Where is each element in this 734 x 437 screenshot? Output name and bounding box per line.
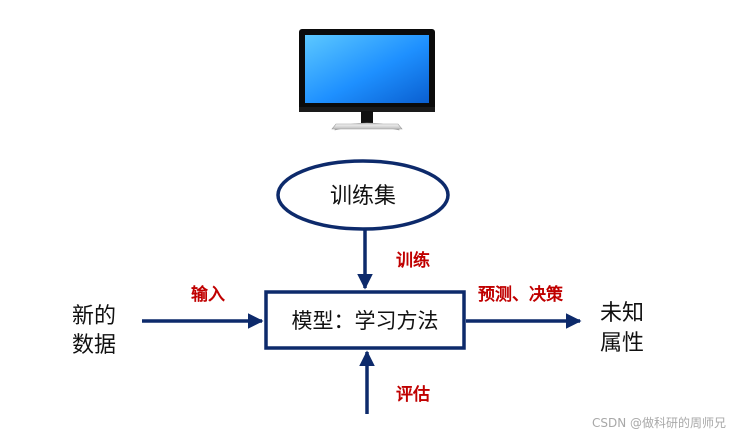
unknown-attr-line1: 未知	[600, 301, 644, 326]
training-set-oval	[276, 159, 450, 231]
new-data-line2: 数据	[72, 333, 116, 358]
new-data-line1: 新的	[72, 304, 116, 329]
predict-label: 预测、决策	[478, 284, 564, 305]
model-label: 模型：学习方法	[292, 309, 439, 333]
model-box	[264, 290, 466, 350]
evaluate-label: 评估	[396, 384, 430, 405]
training-set-label: 训练集	[330, 184, 396, 209]
train-label: 训练	[396, 250, 430, 271]
unknown-attr-line2: 属性	[600, 331, 644, 356]
input-label: 输入	[191, 284, 225, 305]
monitor-icon	[299, 29, 435, 131]
watermark: CSDN @做科研的周师兄	[591, 416, 726, 430]
